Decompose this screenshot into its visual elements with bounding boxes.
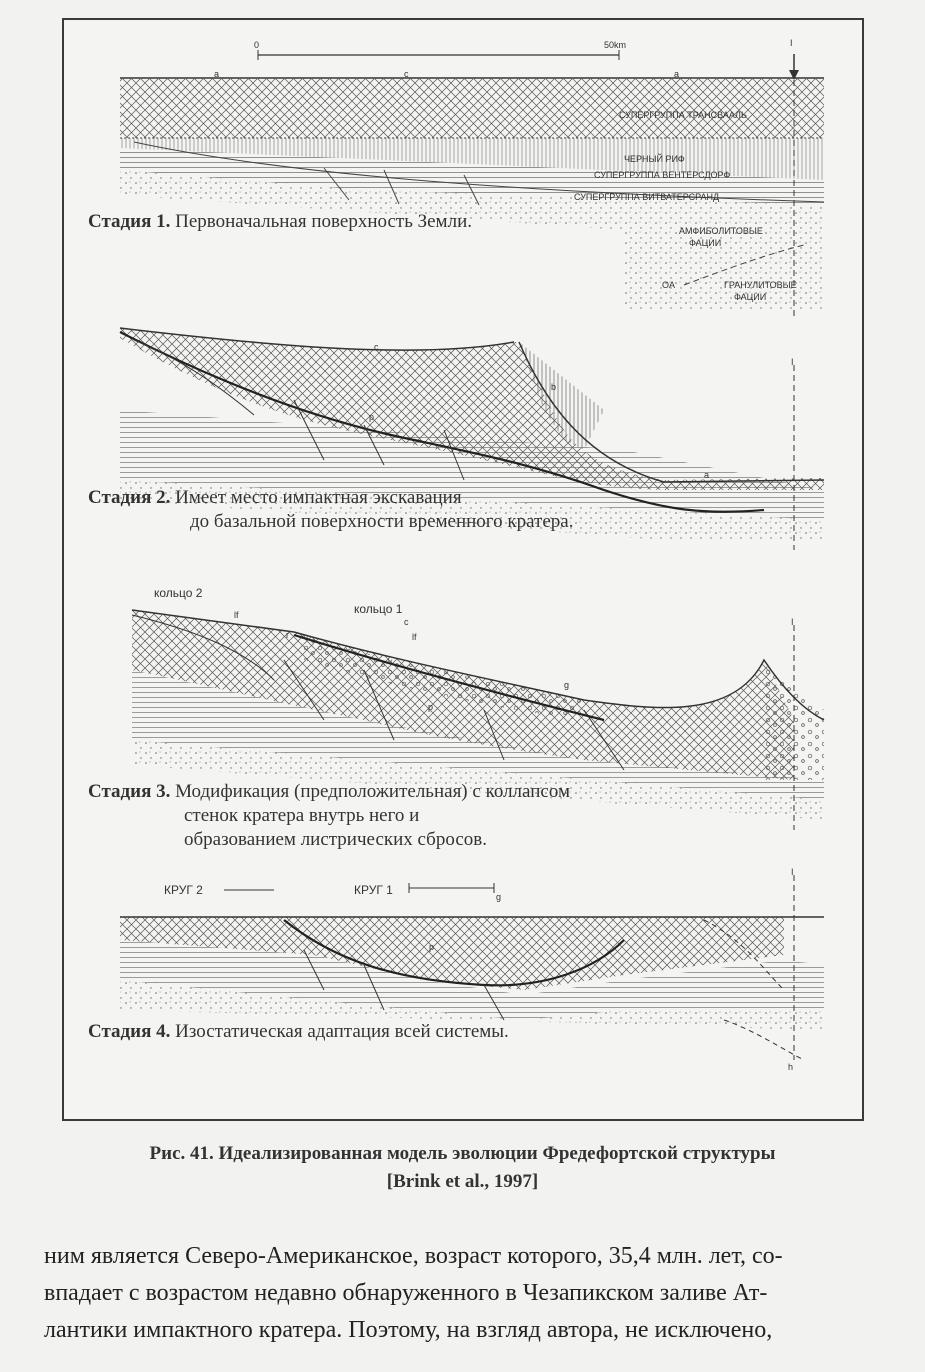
scale-bar: 0 50km bbox=[254, 40, 626, 60]
stage1-description: Стадия 1. Первоначальная поверхность Зем… bbox=[88, 210, 472, 234]
svg-text:lf: lf bbox=[234, 610, 239, 620]
black-reef-label: ЧЕРНЫЙ РИФ bbox=[624, 153, 685, 164]
scale-start-label: 0 bbox=[254, 40, 259, 50]
body-text: ним является Северо-Американское, возрас… bbox=[44, 1238, 884, 1349]
svg-text:АМФИБОЛИТОВЫЕ: АМФИБОЛИТОВЫЕ bbox=[679, 226, 763, 236]
svg-text:ФАЦИИ: ФАЦИИ bbox=[689, 238, 721, 248]
stage3-description: Стадия 3. Модификация (предположительная… bbox=[88, 780, 570, 852]
svg-text:c: c bbox=[404, 617, 409, 627]
transvaal-label: СУПЕРГРУППА ТРАНСВААЛЬ bbox=[619, 110, 747, 120]
cross-section-diagram: 0 50km I a c a СУПЕРГРУППА ТРАНСВААЛЬ ЧЕ… bbox=[64, 20, 862, 1119]
svg-text:ГРАНУЛИТОВЫЕ: ГРАНУЛИТОВЫЕ bbox=[724, 280, 797, 290]
svg-text:g: g bbox=[564, 680, 569, 690]
svg-text:a: a bbox=[214, 69, 219, 79]
svg-text:I: I bbox=[791, 617, 794, 627]
svg-text:a: a bbox=[674, 69, 679, 79]
stage2-description: Стадия 2. Имеет место импактная экскавац… bbox=[88, 486, 573, 534]
stage1-marker: I bbox=[790, 38, 793, 48]
stage1-title: Стадия 1. bbox=[88, 211, 170, 232]
svg-text:g: g bbox=[496, 892, 501, 902]
svg-text:c: c bbox=[374, 342, 379, 352]
svg-text:ФАЦИИ: ФАЦИИ bbox=[734, 292, 766, 302]
ring2-label: кольцо 2 bbox=[154, 586, 203, 600]
transvaal-layer bbox=[120, 78, 824, 138]
svg-text:b: b bbox=[551, 382, 556, 392]
svg-text:OA: OA bbox=[662, 280, 675, 290]
svg-text:I: I bbox=[791, 357, 794, 367]
svg-text:r: r bbox=[286, 630, 289, 640]
witwatersrand-label: СУПЕРГРУППА ВИТВАТЕРСРАНД bbox=[574, 192, 719, 202]
stage4-title: Стадия 4. bbox=[88, 1021, 170, 1042]
svg-text:lf: lf bbox=[412, 632, 417, 642]
figure-frame: 0 50km I a c a СУПЕРГРУППА ТРАНСВААЛЬ ЧЕ… bbox=[62, 18, 864, 1121]
ring1-label: кольцо 1 bbox=[354, 602, 403, 616]
stage4-description: Стадия 4. Изостатическая адаптация всей … bbox=[88, 1020, 509, 1044]
svg-text:p: p bbox=[429, 942, 434, 952]
figure-caption: Рис. 41. Идеализированная модель эволюци… bbox=[0, 1140, 925, 1196]
circle2-label: КРУГ 2 bbox=[164, 883, 203, 897]
scale-end-label: 50km bbox=[604, 40, 626, 50]
svg-text:c: c bbox=[404, 69, 409, 79]
svg-text:p: p bbox=[369, 412, 374, 422]
ventersdorp-label: СУПЕРГРУППА ВЕНТЕРСДОРФ bbox=[594, 170, 730, 180]
stage3-title: Стадия 3. bbox=[88, 781, 170, 802]
stage2-title: Стадия 2. bbox=[88, 487, 170, 508]
stage1-section: 0 50km I a c a СУПЕРГРУППА ТРАНСВААЛЬ ЧЕ… bbox=[120, 38, 824, 320]
svg-text:a: a bbox=[704, 470, 709, 480]
svg-text:h: h bbox=[788, 1062, 793, 1072]
svg-text:p: p bbox=[428, 702, 433, 712]
svg-text:I: I bbox=[791, 867, 794, 877]
circle1-label: КРУГ 1 bbox=[354, 883, 393, 897]
